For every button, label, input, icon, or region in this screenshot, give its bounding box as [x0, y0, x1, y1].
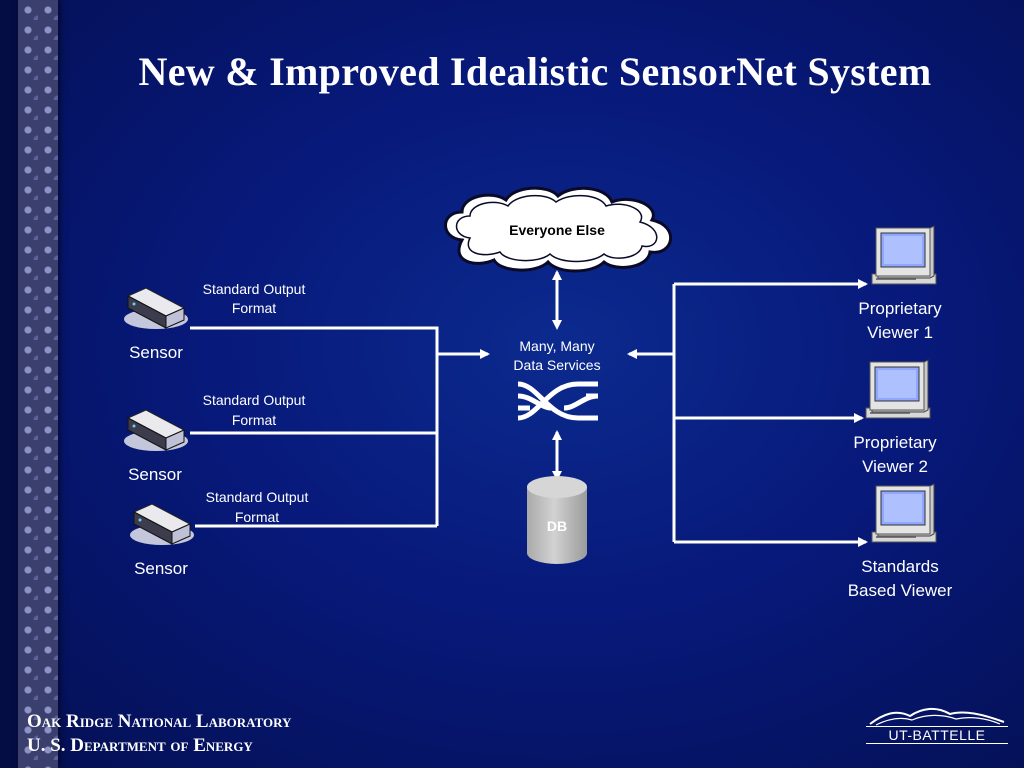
- sensor-connectors: [190, 326, 490, 528]
- slide-title: New & Improved Idealistic SensorNet Syst…: [138, 49, 932, 94]
- viewer-2-line1: Proprietary: [853, 433, 937, 452]
- data-services-icon: [517, 381, 599, 421]
- monitor-icon: [871, 225, 937, 285]
- cloud-everyone-else: [444, 186, 672, 273]
- viewer-2-line2: Viewer 2: [862, 457, 928, 476]
- viewer-1-line2: Viewer 1: [867, 323, 933, 342]
- sensor-3-label: Sensor: [134, 559, 188, 578]
- footer-lab-line2: U. S. Department of Energy: [27, 735, 253, 756]
- footer-lab-line1: Oak Ridge National Laboratory: [27, 711, 292, 732]
- decorative-side-strip: [18, 0, 58, 768]
- sensor-device-icon: [129, 503, 195, 546]
- viewer-connectors: [627, 279, 868, 547]
- viewer-3-line2: Based Viewer: [848, 581, 953, 600]
- monitor-icon: [871, 483, 937, 543]
- sensor-3-format-line1: Standard Output: [206, 489, 309, 505]
- sensor-1-format-line2: Format: [232, 300, 276, 316]
- left-edge-shadow: [0, 0, 18, 768]
- db-cylinder: [527, 476, 587, 564]
- sensor-1-line: [190, 326, 439, 526]
- viewer-3-line1: Standards: [861, 557, 939, 576]
- cloud-label: Everyone Else: [509, 222, 605, 238]
- sensor-device-icon: [123, 409, 189, 452]
- ut-battelle-logo: UT-BATTELLE: [866, 704, 1008, 750]
- sensor-2-label: Sensor: [128, 465, 182, 484]
- footer-lab-name: Oak Ridge National Laboratory U. S. Depa…: [27, 710, 291, 758]
- sensor-1-format-line1: Standard Output: [203, 281, 306, 297]
- sensor-2-format-line2: Format: [232, 412, 276, 428]
- sensor-1-label: Sensor: [129, 343, 183, 362]
- sensor-device-icon: [123, 287, 189, 330]
- db-label: DB: [547, 518, 567, 534]
- logo-text: UT-BATTELLE: [866, 726, 1008, 744]
- sensor-3-format-line2: Format: [235, 509, 279, 525]
- hub-label-line2: Data Services: [513, 357, 600, 373]
- hub-label-line1: Many, Many: [519, 338, 594, 354]
- mountain-logo-icon: [869, 708, 1005, 726]
- monitor-icon: [865, 359, 931, 419]
- viewer-1-line1: Proprietary: [858, 299, 942, 318]
- sensor-2-format-line1: Standard Output: [203, 392, 306, 408]
